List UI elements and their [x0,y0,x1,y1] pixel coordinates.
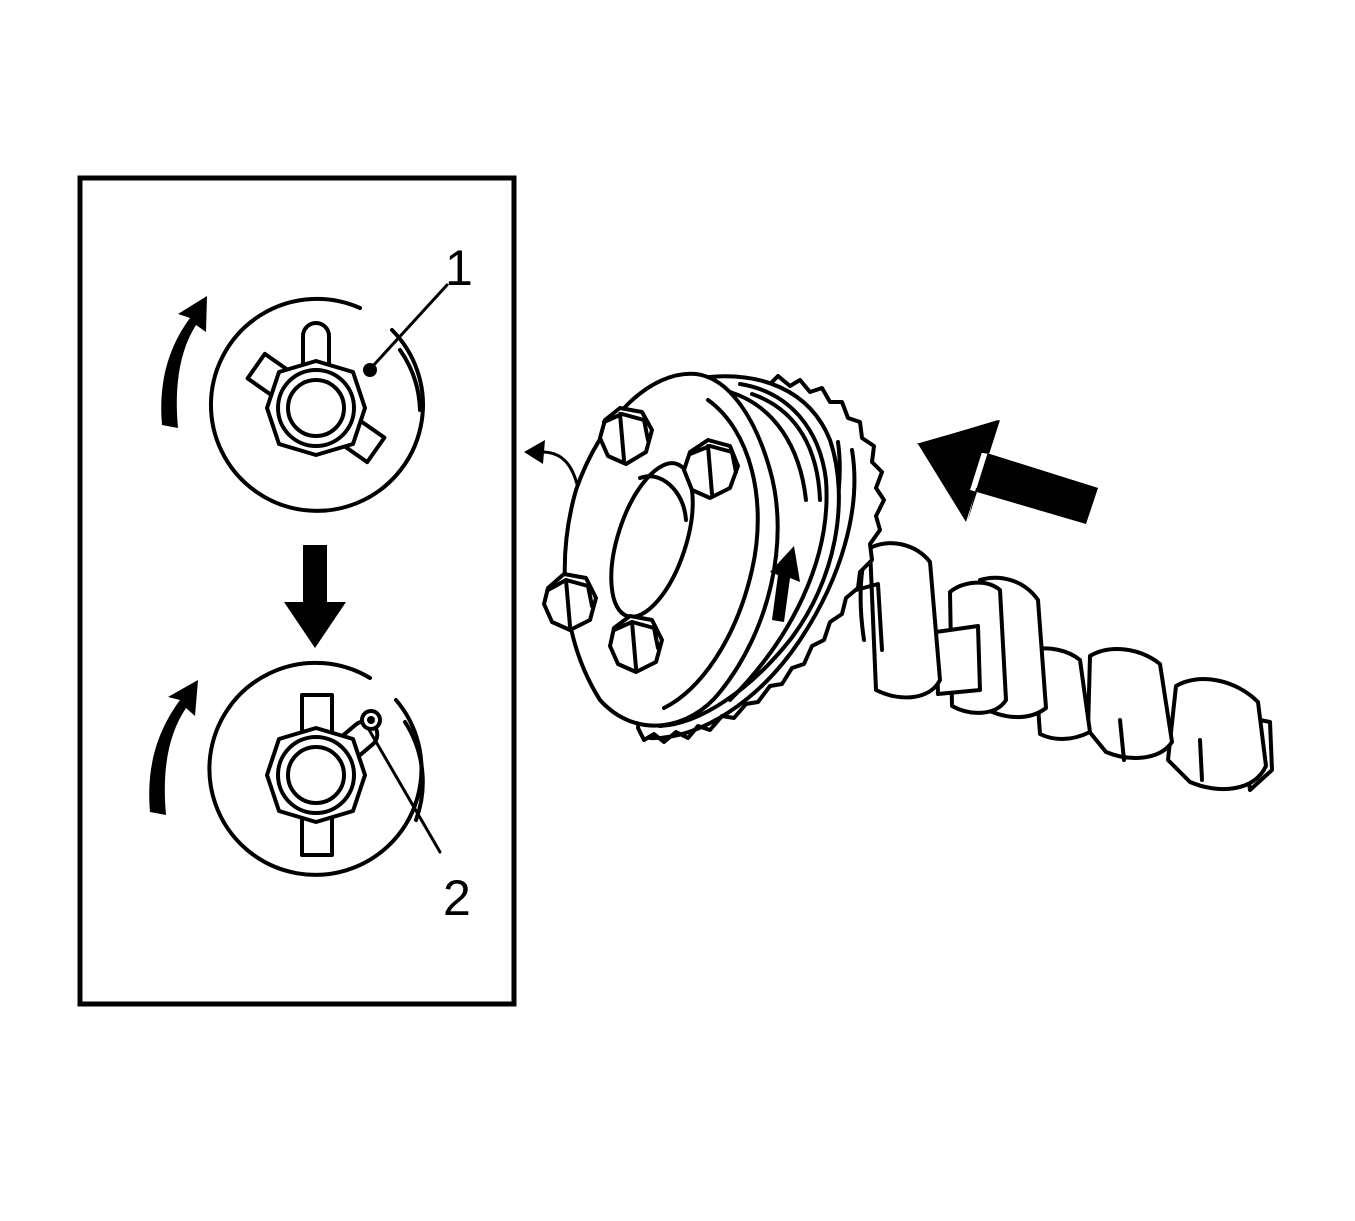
callout-2: 2 [443,870,471,926]
rotation-arrow-small [540,450,580,490]
upper-view [161,283,449,513]
bolt-top-right [682,438,740,500]
phaser-bolts [542,406,740,674]
bolt-top-left [598,406,654,466]
callout-1: 1 [445,240,473,296]
rotation-arrow-upper [161,296,207,428]
rotation-arrow-lower [149,680,198,815]
bolt-bottom-left [542,572,598,632]
sequence-down-arrow [284,545,346,648]
lower-view [149,660,442,877]
camshaft [854,541,1274,792]
phaser-rotation-arrow [770,546,800,622]
inset-detail-panel: 1 2 [77,175,517,1007]
camshaft-assembly [524,371,1274,792]
bolt-bottom-right [608,614,664,674]
